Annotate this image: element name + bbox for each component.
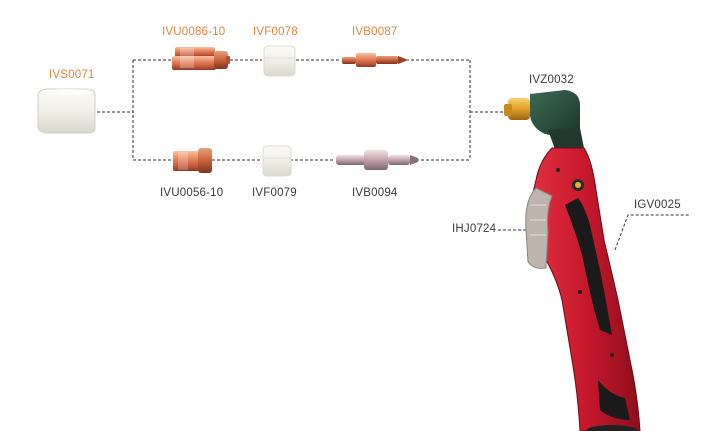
label-ivb0094: IVB0094 bbox=[352, 187, 398, 199]
label-ihj0724: IHJ0724 bbox=[452, 223, 497, 235]
connector-lines bbox=[97, 59, 690, 251]
ceramic-shield-cup-icon bbox=[37, 88, 96, 134]
electrode-icon bbox=[336, 150, 418, 170]
electrode-icon bbox=[342, 53, 406, 67]
label-ivu0056-10: IVU0056-10 bbox=[160, 187, 224, 199]
label-ivu0086-10: IVU0086-10 bbox=[162, 26, 226, 38]
swirl-ring-icon bbox=[263, 45, 296, 77]
label-ivf0078: IVF0078 bbox=[253, 26, 298, 38]
label-ivb0087: IVB0087 bbox=[352, 26, 398, 38]
copper-nozzle-icon bbox=[173, 148, 212, 173]
swirl-ring-icon bbox=[262, 145, 292, 177]
label-igv0025: IGV0025 bbox=[634, 199, 681, 211]
label-ivz0032: IVZ0032 bbox=[529, 74, 574, 86]
label-ivf0079: IVF0079 bbox=[252, 187, 297, 199]
torch-handle-icon bbox=[529, 147, 641, 431]
copper-nozzle-icon bbox=[172, 47, 230, 70]
torch-head-icon bbox=[504, 90, 584, 152]
trigger-icon bbox=[525, 187, 553, 269]
label-ivs0071: IVS0071 bbox=[49, 69, 95, 81]
